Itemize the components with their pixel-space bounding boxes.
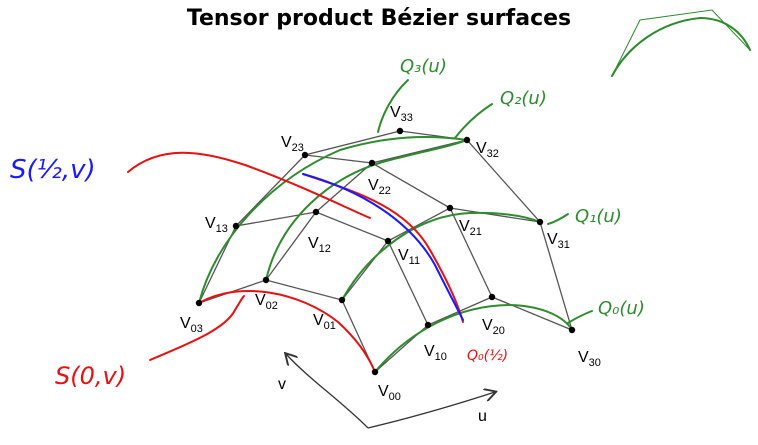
label-v11: V11: [398, 247, 420, 267]
q2-leader: [454, 103, 493, 139]
q2-curve: [265, 139, 468, 281]
q1-label: Q₁(u): [575, 206, 622, 227]
blue-curves: [302, 173, 464, 321]
net-row-1: [341, 207, 541, 301]
control-point-v32: [463, 136, 471, 144]
net-row-3: [198, 130, 401, 304]
control-point-v11: [384, 237, 392, 245]
label-v13: V13: [205, 215, 228, 235]
label-v12: V12: [308, 235, 331, 255]
v-axis-label: v: [278, 376, 286, 393]
control-point-v02: [262, 276, 270, 284]
sketch-net: [611, 9, 751, 77]
label-v02: V02: [255, 292, 278, 312]
q1-curve: [341, 211, 541, 301]
q0-half-label: Q₀(½): [467, 348, 508, 364]
control-point-v12: [312, 208, 320, 216]
u-axis-label: u: [478, 408, 487, 425]
control-point-v10: [424, 321, 432, 329]
q0-curve: [374, 303, 573, 373]
green-curves: [198, 9, 751, 373]
control-point-v20: [488, 293, 496, 301]
control-points: [195, 127, 576, 376]
label-v20: V20: [482, 317, 505, 337]
q0-label: Q₀(u): [598, 298, 645, 319]
s-half-v-leader: [127, 151, 371, 219]
label-v33: V33: [390, 104, 413, 124]
label-v00: V00: [378, 383, 401, 403]
label-v01: V01: [313, 312, 336, 332]
q2-label: Q₂(u): [500, 88, 547, 109]
control-net: [198, 130, 573, 373]
u-arrow: [367, 392, 495, 429]
s-0-v-leader: [149, 295, 245, 361]
control-point-v31: [536, 218, 544, 226]
control-point-v23: [301, 151, 309, 159]
label-v10: V10: [424, 343, 447, 363]
control-point-v22: [368, 159, 376, 167]
s-0-v-label: S(0,v): [55, 362, 126, 390]
label-v31: V31: [547, 231, 570, 251]
q3-curve: [198, 136, 468, 304]
control-point-v00: [371, 368, 379, 376]
s-0-v-curve: [198, 290, 376, 373]
q3-leader: [377, 79, 409, 133]
control-point-v13: [232, 222, 240, 230]
control-point-v30: [568, 326, 576, 334]
control-point-v21: [446, 204, 454, 212]
label-v23: V23: [281, 134, 304, 154]
label-v30: V30: [578, 349, 601, 369]
s-half-v-label: S(½,v): [10, 155, 96, 185]
net-col-2: [304, 154, 493, 298]
slide-title: Tensor product Bézier surfaces: [186, 6, 572, 31]
label-v03: V03: [180, 315, 203, 335]
blue-isocurve: [302, 173, 464, 321]
control-point-v33: [396, 127, 404, 135]
q3-label: Q₃(u): [400, 56, 447, 77]
label-v22: V22: [368, 177, 391, 197]
v-arrow: [286, 354, 369, 429]
control-point-v01: [338, 296, 346, 304]
net-col-3: [399, 130, 573, 331]
q1-leader: [547, 213, 569, 225]
q0-leader: [567, 310, 593, 324]
label-v32: V32: [476, 140, 499, 160]
net-col-1: [235, 211, 429, 326]
control-point-v03: [195, 299, 203, 307]
net-row-2: [265, 139, 468, 281]
sketch-curve: [611, 16, 751, 77]
